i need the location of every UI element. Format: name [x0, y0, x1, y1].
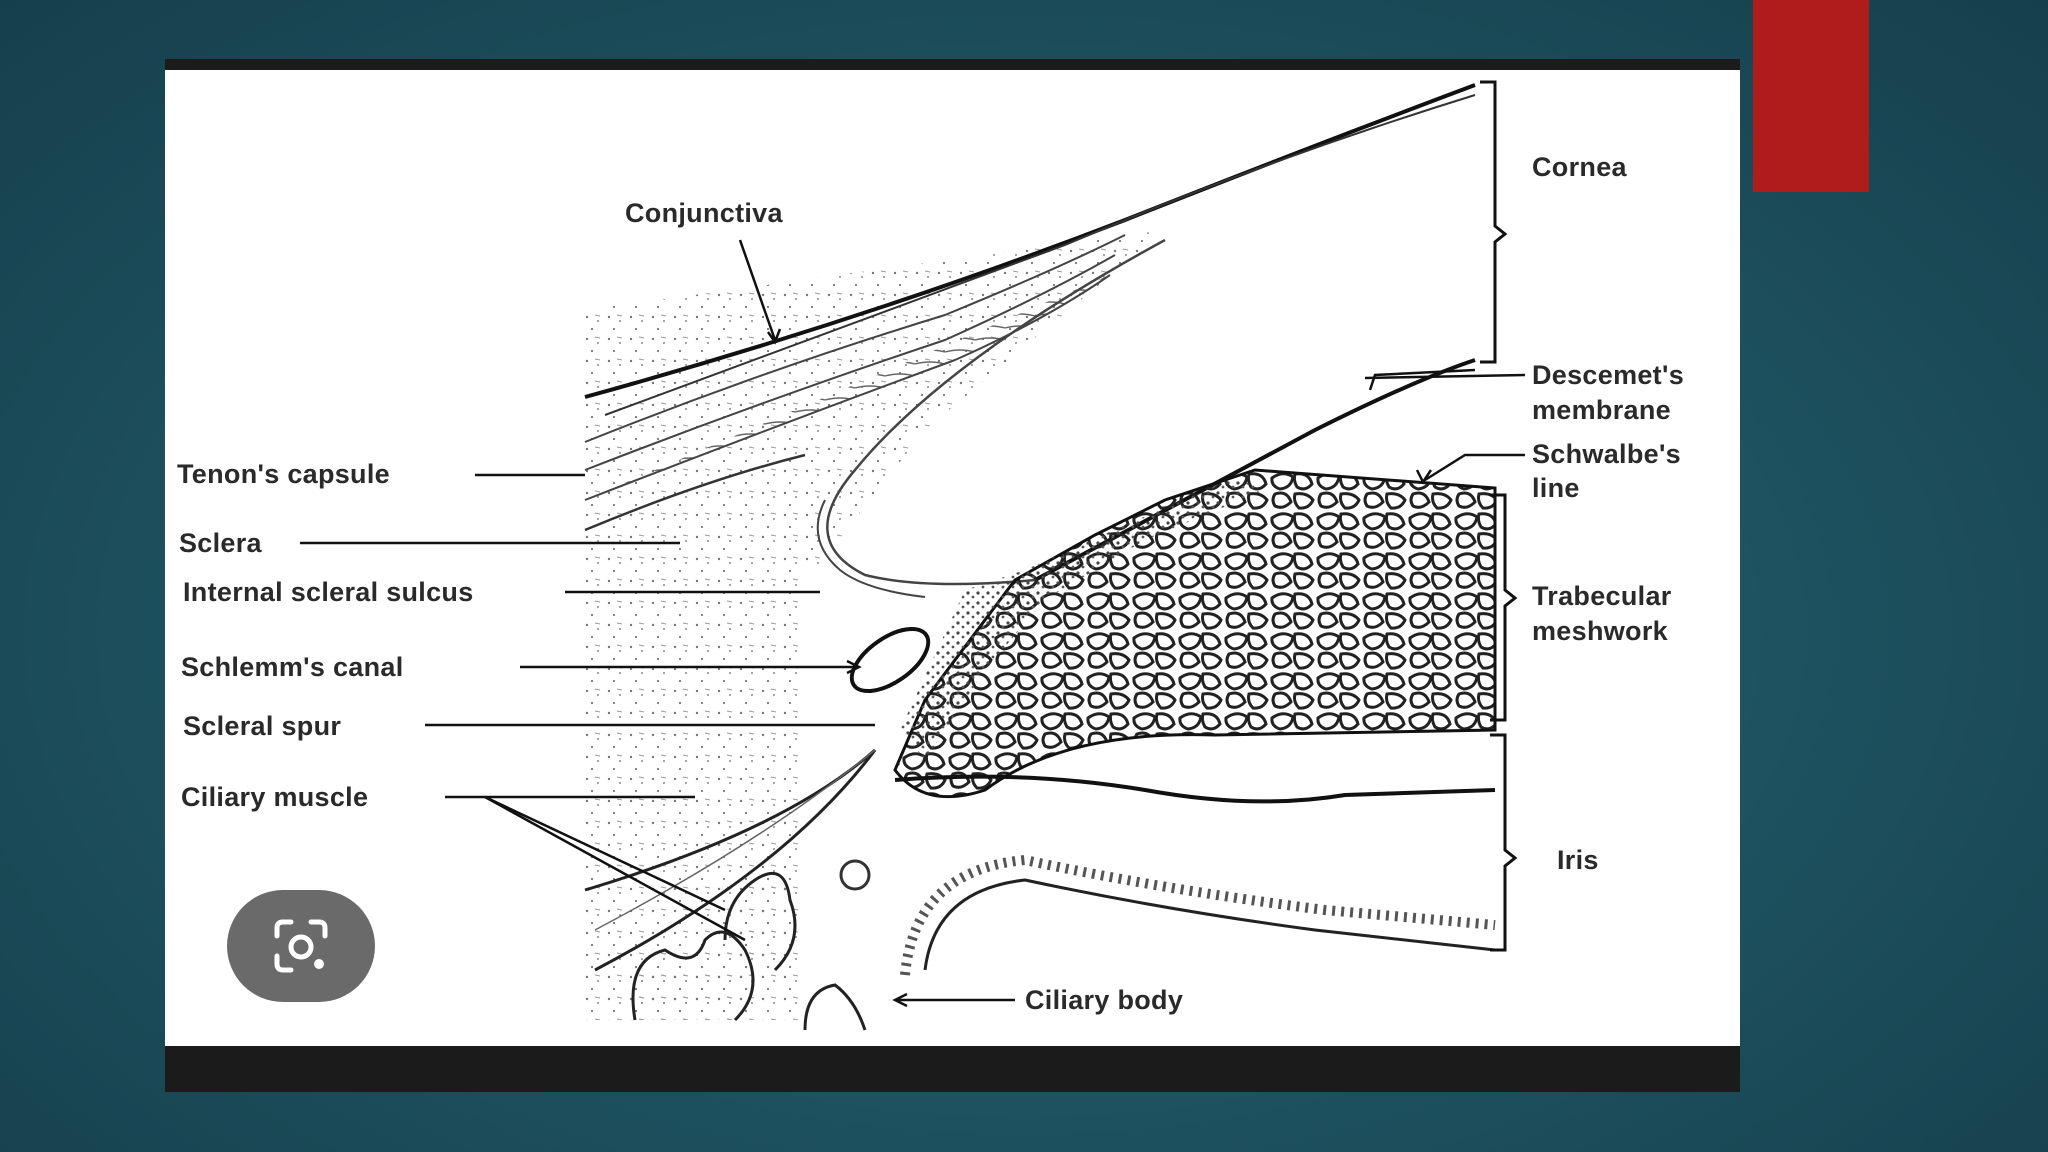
ciliary-process [631, 930, 755, 1022]
label-schwalbes-1: Schwalbe's [1532, 439, 1681, 469]
bracket-cornea [1480, 80, 1508, 364]
label-internal-scleral-sulcus: Internal scleral sulcus [183, 577, 474, 607]
label-schlemms-canal: Schlemm's canal [181, 652, 404, 682]
label-conjunctiva: Conjunctiva [625, 198, 783, 228]
label-descemets-2: membrane [1532, 395, 1671, 425]
anatomy-diagram: Conjunctiva Tenon's capsule Sclera Inter… [165, 70, 1740, 1046]
label-schwalbes-2: line [1532, 473, 1580, 503]
diagram-svg: Conjunctiva Tenon's capsule Sclera Inter… [177, 80, 1684, 1031]
label-iris: Iris [1557, 845, 1599, 875]
bracket-iris [1490, 733, 1518, 952]
camera-search-icon [274, 919, 328, 973]
label-scleral-spur: Scleral spur [183, 711, 341, 741]
cornea-inner-boundary [826, 238, 1166, 586]
label-ciliary-muscle: Ciliary muscle [181, 782, 368, 812]
sclera-region [585, 230, 1165, 570]
iris-anterior-surface [894, 774, 1496, 804]
label-tenons-capsule: Tenon's capsule [177, 459, 390, 489]
iris-posterior-surface [923, 878, 1496, 971]
schlemms-canal-shape [849, 626, 931, 694]
image-search-button[interactable] [227, 890, 375, 1002]
uveal-dense-band [900, 478, 1265, 760]
accent-tab [1753, 0, 1869, 192]
label-cornea: Cornea [1532, 152, 1628, 182]
label-descemets-1: Descemet's [1532, 360, 1684, 390]
label-trabecular-1: Trabecular [1532, 581, 1672, 611]
label-ciliary-body: Ciliary body [1025, 985, 1183, 1015]
cornea-layer-line [604, 94, 1476, 416]
iris-pigment-epithelium [900, 854, 1496, 976]
bracket-trabecular [1490, 493, 1518, 722]
label-sclera: Sclera [179, 528, 263, 558]
label-trabecular-2: meshwork [1532, 616, 1669, 646]
trabecular-meshwork-region [893, 468, 1497, 799]
